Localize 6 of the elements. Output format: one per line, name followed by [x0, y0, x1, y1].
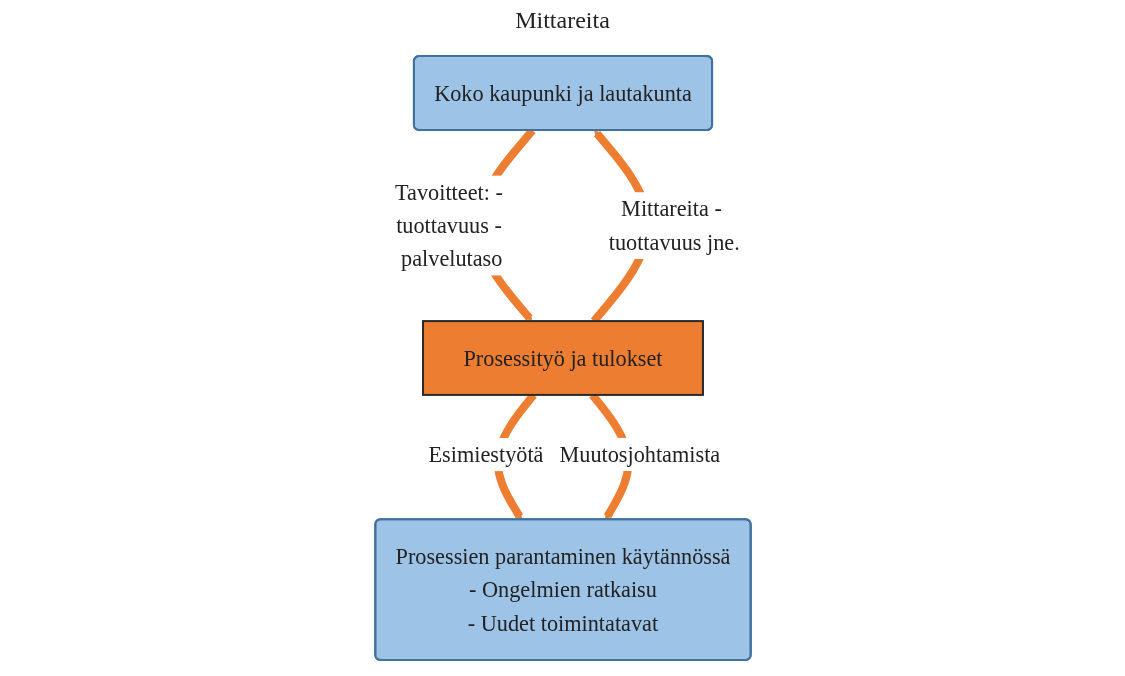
edge-label: Tavoitteet: - tuottavuus - palvelutaso [394, 179, 503, 272]
node-box: Prosessityö ja tulokset [421, 320, 704, 396]
edge-label: Mittareita - tuottavuus jne. [608, 196, 740, 255]
note-text: Mittareita [515, 6, 610, 34]
edge-label: Muutosjohtamista [559, 441, 720, 468]
edge-label: Esimiestyötä [427, 441, 543, 468]
